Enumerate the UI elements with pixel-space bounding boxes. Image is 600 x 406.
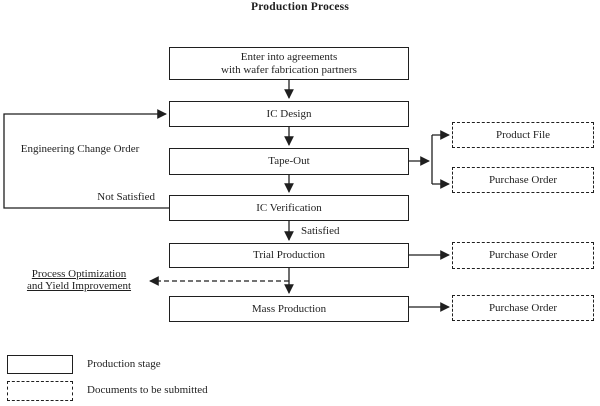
stage-box-trial-production: Trial Production — [169, 243, 409, 268]
legend-label-documents: Documents to be submitted — [87, 384, 208, 396]
document-box-product-file-label: Product File — [495, 128, 551, 141]
document-box-product-file: Product File — [452, 122, 594, 148]
stage-box-ic-verification-label: IC Verification — [256, 201, 322, 214]
label-not-satisfied: Not Satisfied — [97, 191, 155, 203]
stage-box-mass-production: Mass Production — [169, 296, 409, 322]
stage-box-mass-production-label: Mass Production — [251, 302, 327, 315]
document-box-purchase-order-trial-label: Purchase Order — [488, 249, 558, 261]
stage-box-agreements: Enter into agreements with wafer fabrica… — [169, 47, 409, 80]
stage-box-tape-out: Tape-Out — [169, 148, 409, 175]
document-box-purchase-order-mass: Purchase Order — [452, 295, 594, 321]
stage-box-agreements-line1: Enter into agreements — [240, 50, 338, 63]
stage-box-ic-design-label: IC Design — [266, 107, 312, 120]
stage-box-agreements-line2: with wafer fabrication partners — [221, 63, 357, 76]
label-process-optimization-line2: and Yield Improvement — [26, 280, 132, 292]
document-box-purchase-order-tapeout-label: Purchase Order — [488, 173, 558, 186]
label-satisfied: Satisfied — [301, 225, 340, 237]
stage-box-trial-production-label: Trial Production — [252, 249, 325, 261]
stage-box-ic-verification: IC Verification — [169, 195, 409, 221]
stage-box-tape-out-label: Tape-Out — [268, 155, 310, 167]
legend-swatch-production-stage — [7, 355, 73, 374]
diagram-title: Production Process — [250, 1, 350, 13]
document-box-purchase-order-trial: Purchase Order — [452, 242, 594, 269]
label-process-optimization: Process Optimization and Yield Improveme… — [8, 268, 150, 292]
legend-swatch-documents — [7, 381, 73, 401]
label-process-optimization-line1: Process Optimization — [31, 268, 127, 280]
document-box-purchase-order-mass-label: Purchase Order — [488, 301, 558, 314]
legend-label-production-stage: Production stage — [87, 358, 161, 370]
label-engineering-change-order: Engineering Change Order — [20, 143, 140, 155]
stage-box-ic-design: IC Design — [169, 101, 409, 127]
document-box-purchase-order-tapeout: Purchase Order — [452, 167, 594, 193]
